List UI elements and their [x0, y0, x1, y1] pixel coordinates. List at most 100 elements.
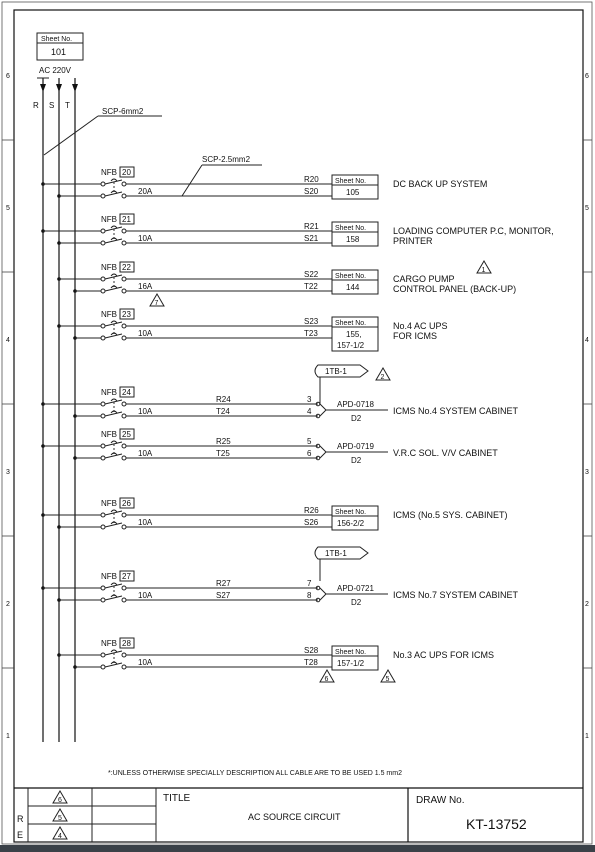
sheet-reference-box: Sheet No.156-2/2 [331, 505, 379, 531]
main-cable-leader: SCP-6mm2 [43, 107, 162, 156]
wire-label-2: S27 [216, 591, 231, 600]
frame-ticks [2, 139, 592, 669]
terminal-block-label-bottom: 1TB-1 [325, 549, 347, 558]
cable-type: D2 [351, 414, 362, 423]
title-block: R E 6 5 4 TITLE AC SOURCE CIRCUIT DRAW N… [14, 787, 583, 842]
breaker-symbol [100, 225, 127, 246]
wire-label-1: R24 [216, 395, 231, 404]
nfb-label: NFB [101, 499, 117, 508]
svg-text:5: 5 [58, 815, 62, 822]
phase-r-label: R [33, 101, 39, 110]
nfb-label: NFB [101, 168, 117, 177]
wire-label-1: R20 [304, 175, 319, 184]
breaker-rating: 10A [138, 329, 153, 338]
load-description: DC BACK UP SYSTEM [393, 179, 487, 189]
terminal-number-1: 3 [307, 395, 312, 404]
nfb-number: 27 [122, 572, 131, 581]
right-tick-3: 3 [585, 469, 589, 476]
sheet-reference-box: Sheet No.155,157-1/2 [331, 316, 379, 352]
nfb-label: NFB [101, 263, 117, 272]
cable-type: D2 [351, 598, 362, 607]
sheet-reference-box: Sheet No.157-1/2 [331, 645, 379, 671]
breaker-symbol [100, 509, 127, 530]
svg-text:5: 5 [386, 676, 390, 683]
svg-text:7: 7 [155, 300, 159, 307]
load-description: CARGO PUMP [393, 274, 455, 284]
nfb-number: 21 [122, 215, 131, 224]
left-tick-3: 3 [6, 469, 10, 476]
draw-no-value: KT-13752 [466, 816, 527, 832]
breaker-symbol [100, 582, 127, 603]
right-tick-4: 4 [585, 337, 589, 344]
drawing-frame [13, 9, 584, 843]
nfb-number: 23 [122, 310, 131, 319]
right-tick-5: 5 [585, 205, 589, 212]
sheet-number-2: 157-1/2 [337, 341, 365, 350]
wire-label-1: R26 [304, 506, 319, 515]
nfb-label: NFB [101, 639, 117, 648]
nfb-number: 28 [122, 639, 131, 648]
revision-4: 4 [52, 826, 68, 840]
wire-label-2: T25 [216, 449, 230, 458]
nfb-label: NFB [101, 310, 117, 319]
breaker-symbol [100, 273, 127, 294]
breaker-symbol [100, 398, 127, 419]
terminal-block-tag-bottom: 1TB-1 [314, 546, 369, 581]
load-description: V.R.C SOL. V/V CABINET [393, 448, 498, 458]
wire-label-2: T22 [304, 282, 318, 291]
breaker-rating: 16A [138, 282, 153, 291]
sheet-number: 158 [346, 235, 360, 244]
sheet-label: Sheet No. [335, 649, 366, 656]
phase-t-label: T [65, 101, 70, 110]
branch-cable-label: SCP-2.5mm2 [202, 155, 251, 164]
sheet-number: 156-2/2 [337, 519, 365, 528]
viewer-bottom-bar [0, 845, 595, 852]
load-description: ICMS No.4 SYSTEM CABINET [393, 406, 519, 416]
title-label: TITLE [163, 793, 191, 804]
supply-voltage: AC 220V [39, 66, 72, 75]
revision-marker: 2 [375, 367, 391, 381]
load-description: LOADING COMPUTER P.C, MONITOR, [393, 226, 554, 236]
cable-id: APD-0721 [337, 584, 374, 593]
svg-text:1: 1 [482, 267, 486, 274]
load-description: ICMS (No.5 SYS. CABINET) [393, 510, 508, 520]
breaker-rating: 10A [138, 449, 153, 458]
revision-5: 5 [52, 808, 68, 822]
source-sheet-box: Sheet No. 101 [36, 32, 84, 61]
breaker-rating: 20A [138, 187, 153, 196]
terminal-number-2: 8 [307, 591, 312, 600]
breaker-symbol [100, 440, 127, 461]
nfb-label: NFB [101, 388, 117, 397]
draw-no-label: DRAW No. [416, 795, 465, 806]
load-description: No.4 AC UPS [393, 321, 448, 331]
load-description: ICMS No.7 SYSTEM CABINET [393, 590, 519, 600]
wire-label-1: R21 [304, 222, 319, 231]
wire-label-1: S28 [304, 646, 319, 655]
sheet-label: Sheet No. [335, 320, 366, 327]
left-tick-4: 4 [6, 337, 10, 344]
terminal-number-2: 4 [307, 407, 312, 416]
svg-text:6: 6 [58, 797, 62, 804]
nfb-label: NFB [101, 430, 117, 439]
revision-marker: 5 [380, 669, 396, 683]
nfb-label: NFB [101, 572, 117, 581]
sheet-label: Sheet No. [335, 178, 366, 185]
load-description-2: CONTROL PANEL (BACK-UP) [393, 284, 516, 294]
rev-letter-e: E [17, 830, 23, 840]
phase-s-label: S [49, 101, 54, 110]
breaker-rating: 10A [138, 518, 153, 527]
cable-note: *:UNLESS OTHERWISE SPECIALLY DESCRIPTION… [108, 770, 402, 777]
branch-cable-leader: SCP-2.5mm2 [181, 155, 262, 197]
wire-label-2: S21 [304, 234, 319, 243]
load-description: No.3 AC UPS FOR ICMS [393, 650, 494, 660]
source-sheet-label: Sheet No. [41, 36, 72, 43]
revision-marker: 6 [319, 669, 335, 683]
svg-text:4: 4 [58, 833, 62, 840]
